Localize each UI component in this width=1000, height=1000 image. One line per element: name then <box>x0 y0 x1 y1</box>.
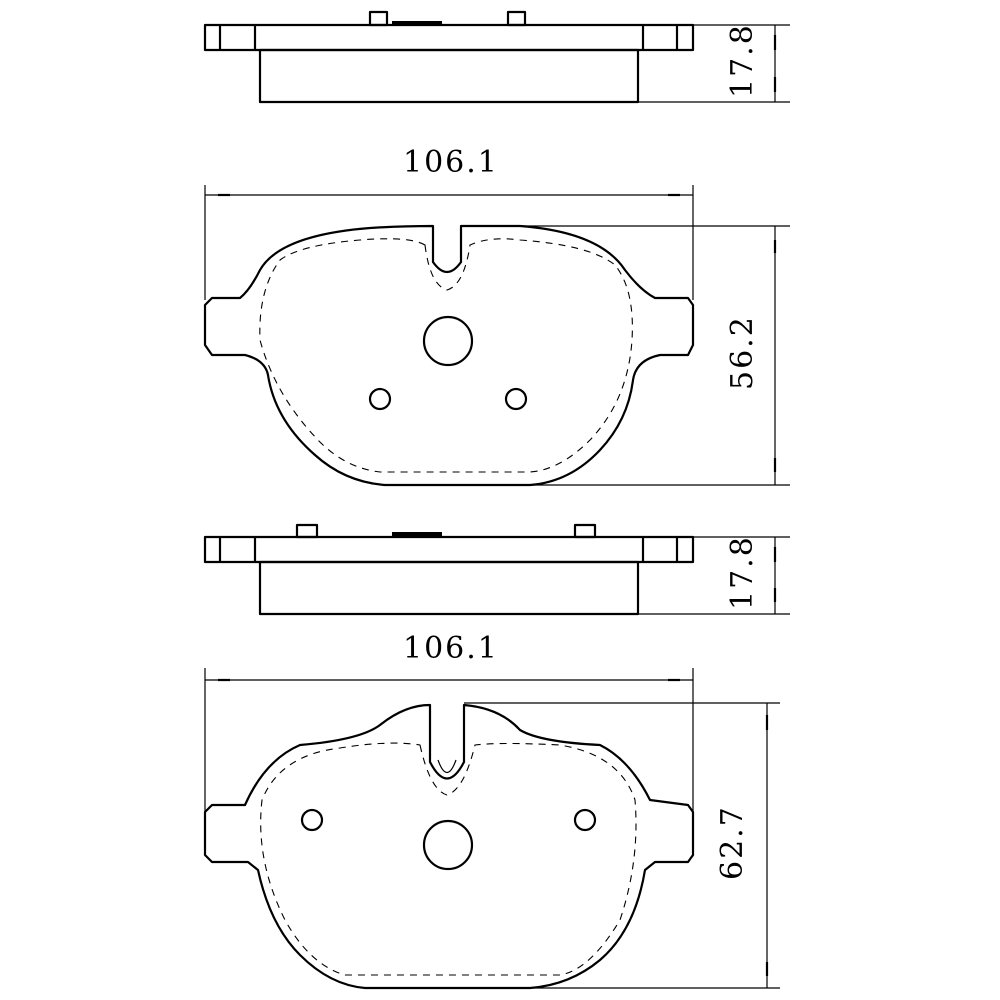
center-hole-1 <box>422 315 474 367</box>
center-hole-2 <box>422 819 474 871</box>
front-view-2: 106.1 62.7 <box>203 631 780 990</box>
pad1-height-label: 56.2 <box>725 315 760 390</box>
side2-thickness-label: 17.8 <box>725 535 760 610</box>
left-hole-2 <box>300 808 324 832</box>
pad1-width-label: 106.1 <box>403 145 499 180</box>
side-view-1: 17.8 <box>203 10 790 104</box>
pad2-width-label: 106.1 <box>403 631 499 666</box>
left-hole-1 <box>368 387 392 411</box>
front-view-1: 106.1 56.2 <box>203 145 790 487</box>
right-hole-2 <box>573 808 597 832</box>
side-view-2: 17.8 <box>203 523 790 616</box>
pad2-height-label: 62.7 <box>715 805 750 880</box>
side1-thickness-label: 17.8 <box>725 23 760 98</box>
right-hole-1 <box>504 387 528 411</box>
